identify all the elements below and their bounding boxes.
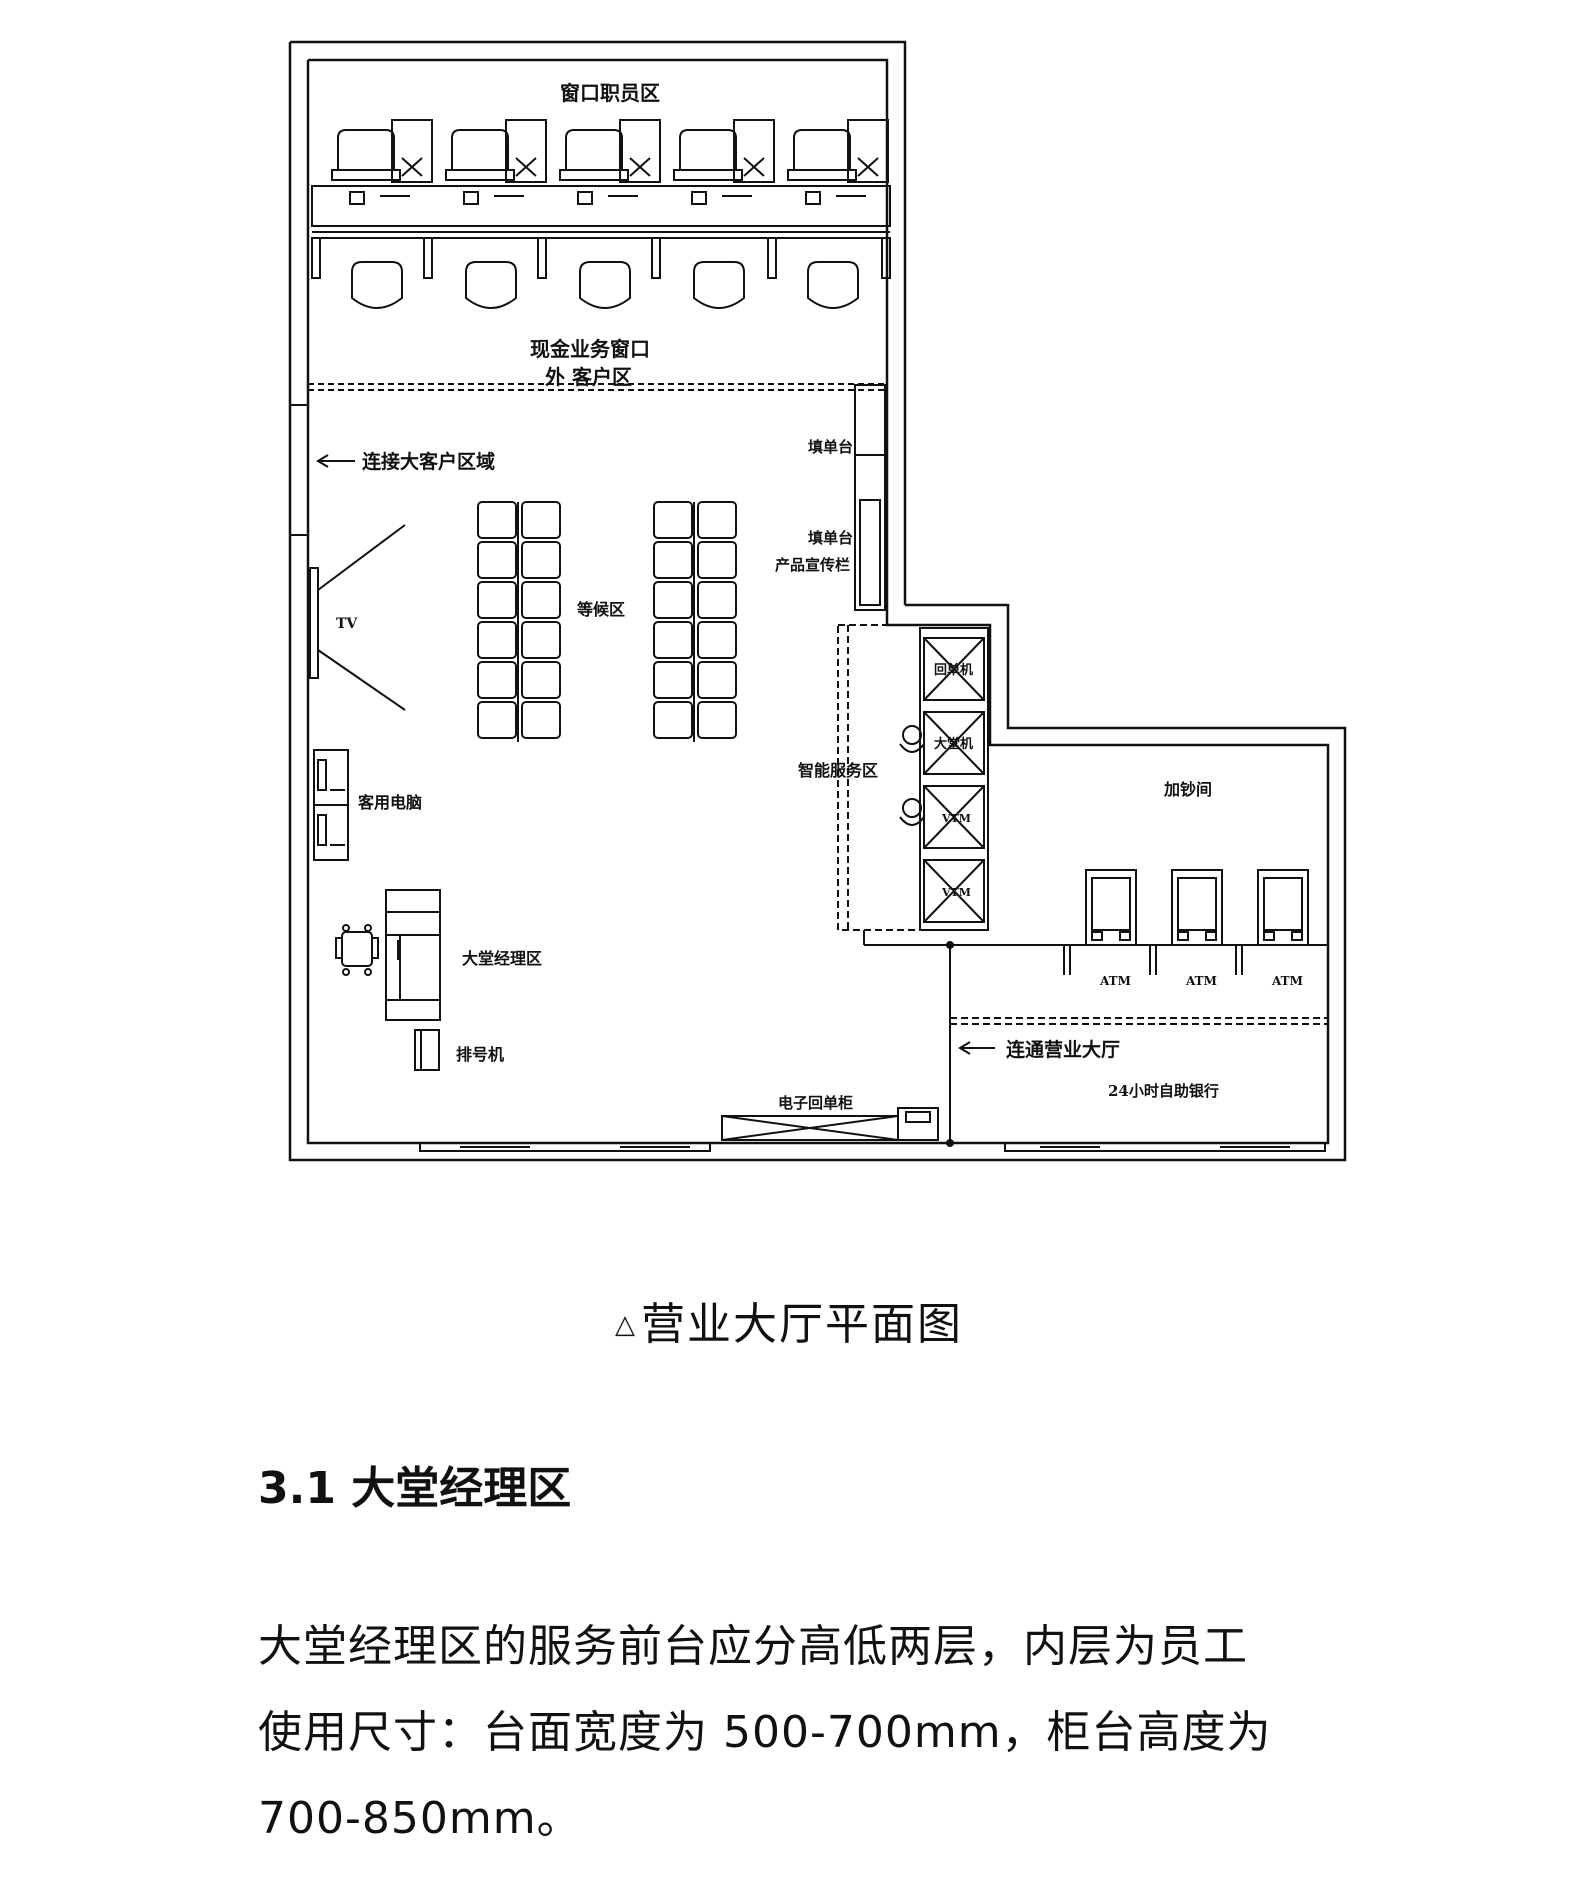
seat xyxy=(653,501,693,539)
teller-station xyxy=(559,119,661,309)
atm-unit xyxy=(1235,869,1309,975)
seat xyxy=(477,661,517,699)
seat xyxy=(477,581,517,619)
e-receipt-cabinet xyxy=(721,1107,939,1141)
seat xyxy=(477,701,517,739)
left-wall-openings xyxy=(290,404,308,536)
kiosk-lobby xyxy=(899,711,985,775)
floor-plan-drawing: 窗口职员区 现金业务窗口 外 客户区 连接大客户区域 填单台 填单台 产品宣传栏… xyxy=(288,40,1347,1162)
seat xyxy=(697,701,737,739)
section-paragraph: 大堂经理区的服务前台应分高低两层，内层为员工 使用尺寸：台面宽度为 500-70… xyxy=(258,1604,1358,1862)
label-connect-hall: 连通营业大厅 xyxy=(1006,1038,1120,1061)
label-atm-2: ATM xyxy=(1185,974,1217,988)
label-atm-3: ATM xyxy=(1271,974,1303,988)
label-connect-vip: 连接大客户区域 xyxy=(362,450,495,473)
seat xyxy=(697,661,737,699)
label-form-desk-1: 填单台 xyxy=(808,438,853,456)
atm-unit xyxy=(1063,869,1137,975)
label-outer-customer: 外 客户区 xyxy=(545,365,632,389)
arrows xyxy=(316,454,995,1055)
seat xyxy=(697,541,737,579)
kiosk-vtm2 xyxy=(923,859,985,923)
seat xyxy=(521,581,561,619)
label-waiting-area: 等候区 xyxy=(576,600,625,619)
seat xyxy=(521,621,561,659)
atm-units xyxy=(1063,869,1309,975)
label-lobby-machine: 大堂机 xyxy=(934,736,973,752)
seat xyxy=(521,661,561,699)
label-e-receipt-cabinet: 电子回单柜 xyxy=(778,1094,853,1112)
seat xyxy=(653,701,693,739)
label-vtm-1: VTM xyxy=(941,812,971,825)
seat xyxy=(521,541,561,579)
smart-service-zone xyxy=(837,624,1328,946)
caption-text: 营业大厅平面图 xyxy=(641,1299,963,1350)
customer-pcs xyxy=(313,749,349,861)
kiosk-vtm1 xyxy=(899,785,985,849)
teller-stations xyxy=(331,119,889,309)
form-desks xyxy=(854,384,886,611)
plan-labels: 窗口职员区 现金业务窗口 外 客户区 连接大客户区域 填单台 填单台 产品宣传栏… xyxy=(336,81,1303,1112)
seat xyxy=(653,581,693,619)
label-smart-service: 智能服务区 xyxy=(798,761,878,780)
section-heading: 3.1 大堂经理区 xyxy=(258,1463,572,1514)
self-service-partitions xyxy=(946,941,1328,1147)
teller-station xyxy=(787,119,889,309)
bottom-windows xyxy=(419,1142,1326,1152)
label-receipt-machine: 回单机 xyxy=(934,662,973,678)
waiting-seats xyxy=(477,501,737,742)
seat xyxy=(697,621,737,659)
seat xyxy=(697,581,737,619)
label-staff-area: 窗口职员区 xyxy=(560,81,660,105)
triangle-icon: △ xyxy=(615,1310,637,1340)
label-queue-machine: 排号机 xyxy=(456,1045,504,1064)
label-self-service-bank: 24小时自助银行 xyxy=(1108,1082,1219,1100)
queue-machine xyxy=(414,1029,440,1071)
teller-station xyxy=(673,119,775,309)
label-vtm-2: VTM xyxy=(941,886,971,899)
seat xyxy=(477,541,517,579)
figure-caption: △营业大厅平面图 xyxy=(0,1288,1578,1352)
customer-area-divider xyxy=(308,383,885,391)
lobby-manager-desk xyxy=(335,889,441,1021)
label-cash-window: 现金业务窗口 xyxy=(530,337,650,361)
label-customer-pc: 客用电脑 xyxy=(358,793,422,812)
seat xyxy=(477,501,517,539)
seat xyxy=(521,501,561,539)
seat xyxy=(697,501,737,539)
seat xyxy=(653,621,693,659)
outer-walls xyxy=(288,40,1347,1162)
teller-counter xyxy=(311,185,891,279)
kiosk-receipt xyxy=(923,637,985,701)
label-product-board: 产品宣传栏 xyxy=(775,556,850,574)
paragraph-line-3: 700-850mm。 xyxy=(258,1793,582,1844)
label-cash-room: 加钞间 xyxy=(1163,780,1212,799)
tv xyxy=(309,524,406,711)
label-tv: TV xyxy=(336,616,358,632)
label-lobby-manager: 大堂经理区 xyxy=(462,949,542,968)
paragraph-line-1: 大堂经理区的服务前台应分高低两层，内层为员工 xyxy=(258,1621,1248,1672)
paragraph-line-2: 使用尺寸：台面宽度为 500-700mm，柜台高度为 xyxy=(258,1707,1272,1758)
seat xyxy=(521,701,561,739)
label-atm-1: ATM xyxy=(1099,974,1131,988)
atm-unit xyxy=(1149,869,1223,975)
seat xyxy=(653,541,693,579)
teller-station xyxy=(445,119,547,309)
label-form-desk-2: 填单台 xyxy=(808,529,853,547)
teller-station xyxy=(331,119,433,309)
seat xyxy=(477,621,517,659)
seat xyxy=(653,661,693,699)
